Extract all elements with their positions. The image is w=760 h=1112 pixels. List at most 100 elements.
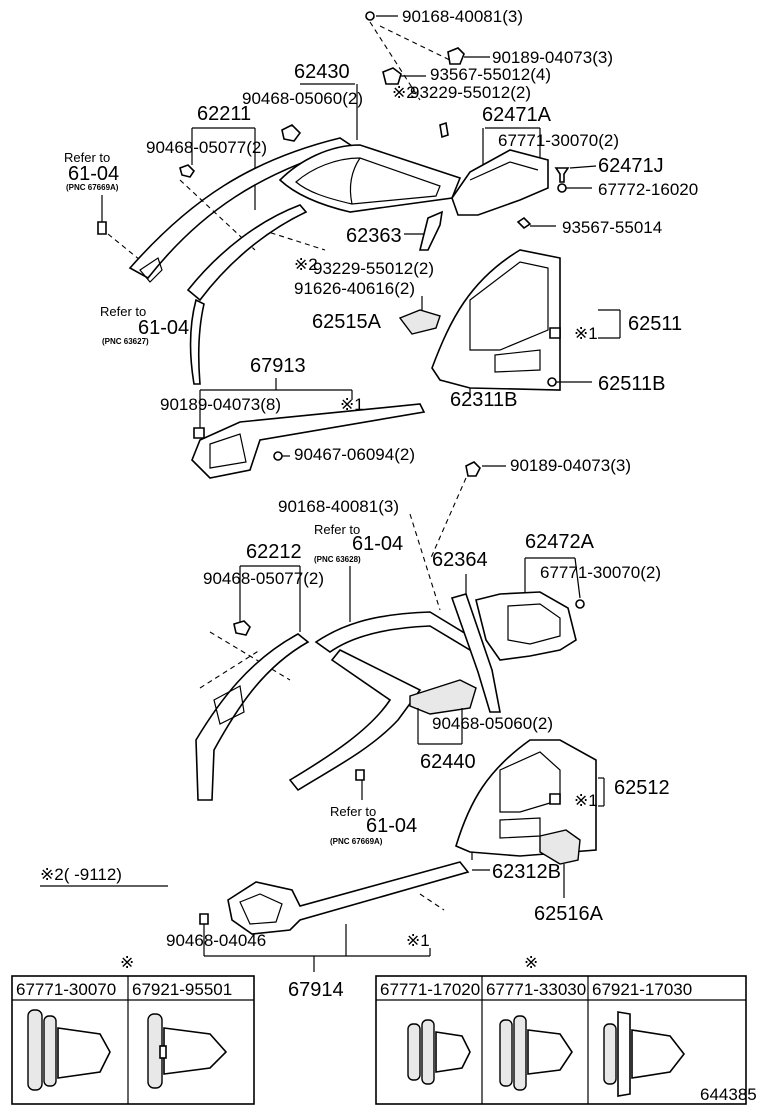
star2-note: ※2( -9112) xyxy=(40,865,122,884)
label-90468-04046: 90468-04046 xyxy=(166,931,266,950)
scuff-plate-67913 xyxy=(191,403,426,479)
clip-icon xyxy=(549,793,561,805)
clip-icon xyxy=(549,327,561,339)
label-62312b: 62312B xyxy=(492,861,561,883)
label-62471a: 62471A xyxy=(482,104,552,126)
quarter-window-inner xyxy=(295,157,441,205)
label-62311b: 62311B xyxy=(450,389,517,411)
clip-icon xyxy=(382,67,402,85)
label-93567-4: 93567-55012(4) xyxy=(430,65,551,84)
clip-67771-33030-icon xyxy=(499,1015,573,1091)
scuff-plate-67914 xyxy=(227,861,470,935)
clip-icon xyxy=(281,124,302,142)
clip-67771-30070-icon xyxy=(27,1009,111,1091)
label-90467: 90467-06094(2) xyxy=(294,445,415,464)
label-93229-b: 93229-55012(2) xyxy=(313,259,434,278)
clip-icon xyxy=(179,164,196,178)
figure-id: 644385 xyxy=(700,1085,757,1104)
refer-to-label-b: Refer to xyxy=(100,304,146,319)
nut-icon xyxy=(465,461,481,477)
star2-mark-b: ※2 xyxy=(294,255,318,274)
clip-r1-label: 67771-17020 xyxy=(380,980,480,999)
pillar-lower xyxy=(189,298,205,385)
clip-table-right-header: ※ xyxy=(524,953,538,972)
clip-icon xyxy=(193,427,205,439)
mark-1a: ※1 xyxy=(574,324,598,343)
clip-67771-17020-icon xyxy=(407,1019,471,1085)
label-62511b: 62511B xyxy=(598,373,665,395)
label-62211: 62211 xyxy=(197,103,251,125)
clip-icon xyxy=(575,599,585,609)
bracket-62440 xyxy=(409,679,477,715)
rear-quarter-trim-left xyxy=(431,249,561,391)
bracket-62515a xyxy=(398,309,441,335)
clip-r3-label: 67921-17030 xyxy=(592,980,692,999)
ref-6104-d: 61-04 xyxy=(366,815,417,837)
label-93229-a: 93229-55012(2) xyxy=(410,83,531,102)
roof-side-rail-lower xyxy=(314,611,478,653)
label-67771-30070a: 67771-30070(2) xyxy=(498,131,619,150)
label-62472a: 62472A xyxy=(525,531,595,553)
label-67914: 67914 xyxy=(288,979,344,1001)
clip-icon xyxy=(365,11,375,21)
mark-1c: ※1 xyxy=(574,791,598,810)
ref-6104-a: 61-04 xyxy=(68,163,119,185)
pillar-garnish xyxy=(186,204,308,302)
pnc-63627: (PNC 63627) xyxy=(102,337,149,346)
mark-1d: ※1 xyxy=(406,931,430,950)
star2-mark-a: ※2 xyxy=(392,83,416,102)
quarter-frame-lower xyxy=(288,648,422,792)
refer-to-label-a: Refer to xyxy=(64,150,110,165)
clip-table-right xyxy=(375,975,747,1105)
refer-to-label-d: Refer to xyxy=(330,804,376,819)
clip-icon xyxy=(547,377,557,387)
refer-to-label-c: Refer to xyxy=(314,522,360,537)
pnc-67669a-a: (PNC 67669A) xyxy=(66,183,119,192)
label-67913: 67913 xyxy=(250,355,306,377)
label-62440: 62440 xyxy=(420,751,476,773)
label-62516a: 62516A xyxy=(534,903,604,925)
label-93567-55014: 93567-55014 xyxy=(562,218,662,237)
clip-table-left xyxy=(11,975,255,1105)
clip-l2-label: 67921-95501 xyxy=(132,980,232,999)
clip-icon xyxy=(557,183,567,193)
label-90189-top: 90189-04073(3) xyxy=(492,48,613,67)
label-90468-05077a: 90468-05077(2) xyxy=(146,138,267,157)
clip-icon xyxy=(233,620,251,636)
clip-table-left-header: ※ xyxy=(120,953,134,972)
pnc-67669a-b: (PNC 67669A) xyxy=(330,837,383,846)
label-90468-05060b: 90468-05060(2) xyxy=(432,714,553,733)
clip-67921-95501-icon xyxy=(147,1013,228,1089)
weatherstrip-62363 xyxy=(418,210,444,251)
pillar-garnish-lower xyxy=(195,633,310,801)
label-62430: 62430 xyxy=(294,61,350,83)
rear-quarter-trim-right xyxy=(455,739,597,857)
label-90189-8: 90189-04073(8) xyxy=(160,395,281,414)
bolt-icon xyxy=(97,221,107,235)
quarter-trim-upper xyxy=(451,149,549,216)
label-62212: 62212 xyxy=(246,541,302,563)
screw-icon xyxy=(439,121,449,139)
label-90468-05077b: 90468-05077(2) xyxy=(203,569,324,588)
screw-icon xyxy=(554,167,570,183)
clip-67921-17030-icon xyxy=(603,1011,686,1097)
clip-icon xyxy=(199,913,209,925)
label-62512: 62512 xyxy=(614,777,670,799)
label-62363: 62363 xyxy=(346,225,402,247)
label-90168-top: 90168-40081(3) xyxy=(402,7,523,26)
label-62511: 62511 xyxy=(628,313,682,335)
bracket-62516a xyxy=(539,829,581,865)
label-90168-mid: 90168-40081(3) xyxy=(278,497,399,516)
label-90189-mid: 90189-04073(3) xyxy=(510,456,631,475)
label-62515a: 62515A xyxy=(312,311,382,333)
nut-icon xyxy=(447,47,465,65)
bolt-icon xyxy=(355,769,365,781)
screw-icon xyxy=(516,216,532,230)
clip-icon xyxy=(273,451,283,461)
quarter-window-frame xyxy=(278,144,462,213)
label-62364: 62364 xyxy=(432,549,488,571)
label-62471j: 62471J xyxy=(598,155,664,177)
quarter-trim-upper-lower xyxy=(475,591,577,661)
clip-l1-label: 67771-30070 xyxy=(16,980,116,999)
